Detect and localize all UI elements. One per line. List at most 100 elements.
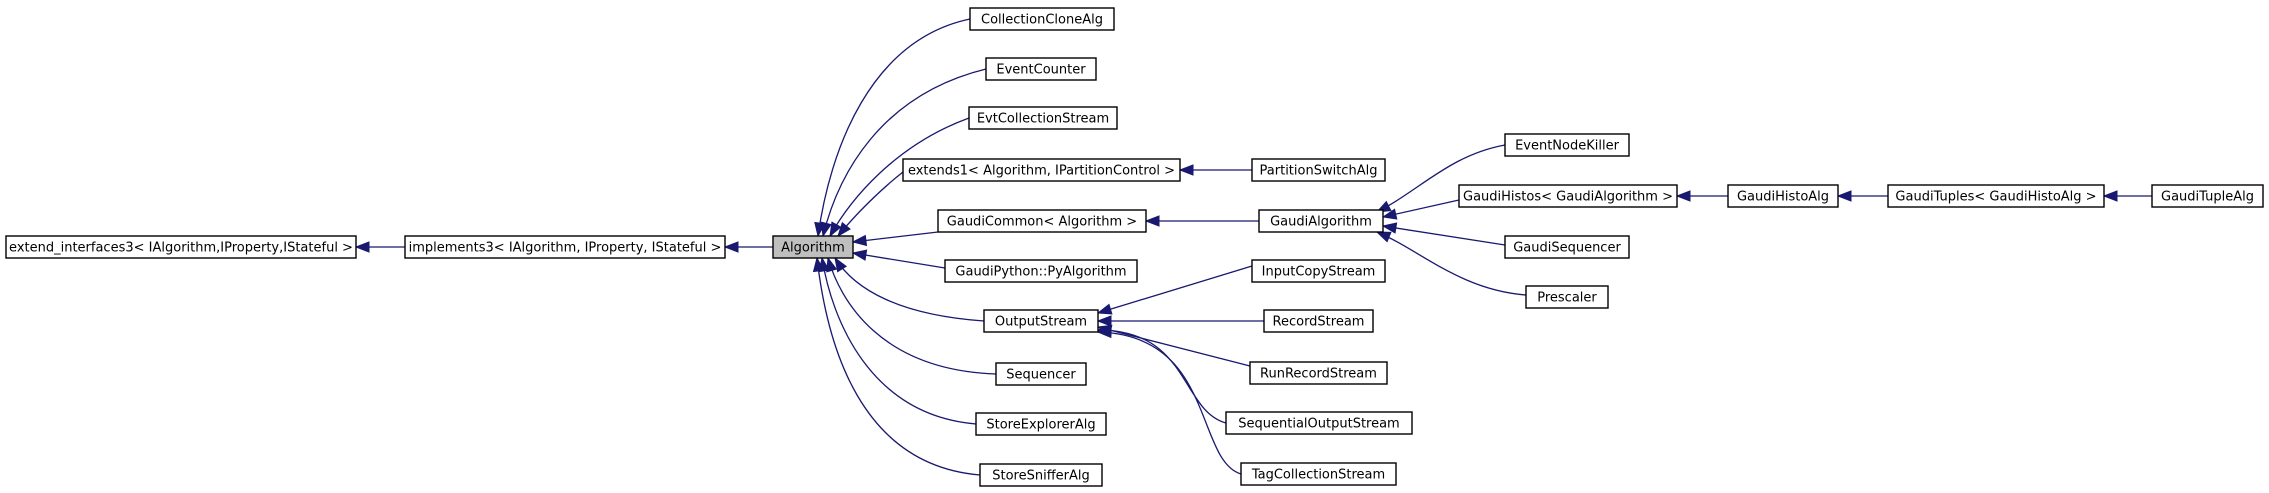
node-box — [5, 235, 357, 259]
edge-line — [1376, 144, 1506, 213]
node-box — [969, 7, 1115, 31]
class-node-tag-collection-stream[interactable]: TagCollectionStream — [1240, 462, 1397, 486]
arrowhead-icon — [1381, 222, 1398, 234]
arrowhead-icon — [834, 256, 848, 273]
node-box — [995, 362, 1087, 386]
edge-line — [1097, 265, 1253, 314]
edge-evt-collection-stream-to-algorithm — [829, 117, 970, 238]
class-node-gaudi-histo-alg[interactable]: GaudiHistoAlg — [1727, 184, 1839, 208]
arrowhead-icon — [1375, 231, 1392, 243]
arrowhead-icon — [1836, 190, 1852, 202]
class-node-partition-switch-alg[interactable]: PartitionSwitchAlg — [1251, 158, 1386, 182]
edge-store-explorer-alg-to-algorithm — [818, 256, 977, 425]
node-box — [1504, 235, 1630, 259]
arrowhead-icon — [820, 221, 832, 238]
node-label: GaudiHistoAlg — [1737, 190, 1829, 205]
node-label: GaudiAlgorithm — [1270, 215, 1372, 230]
node-box — [2151, 184, 2264, 208]
node-box — [979, 463, 1103, 487]
edge-gaudi-histos-to-gaudi-algorithm — [1381, 199, 1460, 220]
edges-layer — [354, 18, 2152, 476]
node-box — [985, 57, 1097, 81]
node-label: CollectionCloneAlg — [981, 13, 1103, 28]
class-node-event-node-killer[interactable]: EventNodeKiller — [1504, 133, 1630, 157]
edge-gaudi-tuples-to-gaudi-histo-alg — [1836, 190, 1888, 202]
node-box — [968, 106, 1118, 130]
class-node-gaudi-common[interactable]: GaudiCommon< Algorithm > — [937, 209, 1147, 233]
edge-line — [822, 68, 987, 237]
edge-gaudi-histo-alg-to-gaudi-histos — [1675, 190, 1728, 202]
edge-prescaler-to-gaudi-algorithm — [1375, 231, 1527, 296]
arrowhead-icon — [851, 234, 868, 247]
edge-implements3-to-extend-interfaces3 — [354, 241, 405, 253]
edge-event-counter-to-algorithm — [820, 68, 987, 238]
node-box — [404, 235, 726, 259]
class-node-extend-interfaces3[interactable]: extend_interfaces3< IAlgorithm,IProperty… — [5, 235, 357, 259]
class-node-algorithm[interactable]: Algorithm — [772, 235, 854, 259]
class-node-gaudi-python-py-algorithm[interactable]: GaudiPython::PyAlgorithm — [944, 259, 1138, 283]
node-box — [1249, 361, 1388, 385]
edge-line — [1097, 326, 1251, 367]
edge-extends1-to-algorithm — [837, 171, 904, 238]
node-box — [1727, 184, 1839, 208]
edge-line — [852, 252, 946, 269]
node-label: EventCounter — [996, 63, 1086, 78]
edge-line — [817, 18, 971, 237]
class-node-gaudi-sequencer[interactable]: GaudiSequencer — [1504, 235, 1630, 259]
node-box — [975, 412, 1107, 436]
class-node-input-copy-stream[interactable]: InputCopyStream — [1251, 259, 1386, 283]
class-node-sequencer[interactable]: Sequencer — [995, 362, 1087, 386]
class-node-run-record-stream[interactable]: RunRecordStream — [1249, 361, 1388, 385]
edge-gaudi-sequencer-to-gaudi-algorithm — [1381, 222, 1506, 246]
edge-line — [821, 257, 977, 425]
node-label: EventNodeKiller — [1515, 139, 1620, 154]
node-label: GaudiPython::PyAlgorithm — [955, 265, 1126, 280]
node-label: Algorithm — [781, 241, 845, 256]
class-node-store-sniffer-alg[interactable]: StoreSnifferAlg — [979, 463, 1103, 487]
node-box — [1225, 411, 1413, 435]
node-label: EvtCollectionStream — [977, 112, 1109, 127]
edge-sequential-output-stream-to-output-stream — [1096, 324, 1227, 424]
class-node-extends1[interactable]: extends1< Algorithm, IPartitionControl > — [902, 158, 1181, 182]
node-label: GaudiTuples< GaudiHistoAlg > — [1895, 190, 2096, 205]
class-node-record-stream[interactable]: RecordStream — [1263, 309, 1374, 333]
node-box — [1525, 285, 1609, 309]
arrowhead-icon — [354, 241, 370, 253]
edge-gaudi-algorithm-to-gaudi-common — [1144, 215, 1259, 227]
node-label: RunRecordStream — [1260, 367, 1377, 382]
arrowhead-icon — [1144, 215, 1160, 227]
node-label: StoreSnifferAlg — [992, 469, 1090, 484]
edge-partition-switch-alg-to-extends1 — [1178, 164, 1252, 176]
arrowhead-icon — [826, 256, 838, 273]
node-label: SequentialOutputStream — [1238, 417, 1399, 432]
edge-gaudi-python-py-algorithm-to-algorithm — [851, 249, 946, 269]
arrowhead-icon — [812, 256, 825, 273]
arrowhead-icon — [1096, 326, 1112, 339]
arrowhead-icon — [1675, 190, 1691, 202]
class-node-event-counter[interactable]: EventCounter — [985, 57, 1097, 81]
class-node-gaudi-tuples[interactable]: GaudiTuples< GaudiHistoAlg > — [1887, 184, 2105, 208]
class-node-sequential-output-stream[interactable]: SequentialOutputStream — [1225, 411, 1413, 435]
node-box — [937, 209, 1147, 233]
edge-gaudi-common-to-algorithm — [851, 231, 939, 247]
class-node-output-stream[interactable]: OutputStream — [983, 309, 1099, 333]
class-node-gaudi-algorithm[interactable]: GaudiAlgorithm — [1258, 209, 1384, 233]
class-node-prescaler[interactable]: Prescaler — [1525, 285, 1609, 309]
edge-sequencer-to-algorithm — [826, 256, 997, 375]
class-node-gaudi-tuple-alg[interactable]: GaudiTupleAlg — [2151, 184, 2264, 208]
node-box — [1263, 309, 1374, 333]
class-node-store-explorer-alg[interactable]: StoreExplorerAlg — [975, 412, 1107, 436]
arrowhead-icon — [1381, 208, 1398, 220]
class-node-gaudi-histos[interactable]: GaudiHistos< GaudiAlgorithm > — [1458, 184, 1678, 208]
node-label: GaudiCommon< Algorithm > — [947, 215, 1137, 230]
node-box — [902, 158, 1181, 182]
node-box — [772, 235, 854, 259]
class-node-implements3[interactable]: implements3< IAlgorithm, IProperty, ISta… — [404, 235, 726, 259]
edge-tag-collection-stream-to-output-stream — [1096, 326, 1242, 475]
class-node-evt-collection-stream[interactable]: EvtCollectionStream — [968, 106, 1118, 130]
arrowhead-icon — [1096, 303, 1113, 315]
node-box — [1240, 462, 1397, 486]
class-node-collection-clone-alg[interactable]: CollectionCloneAlg — [969, 7, 1115, 31]
node-label: GaudiTupleAlg — [2161, 190, 2254, 205]
node-label: extends1< Algorithm, IPartitionControl > — [908, 164, 1175, 179]
